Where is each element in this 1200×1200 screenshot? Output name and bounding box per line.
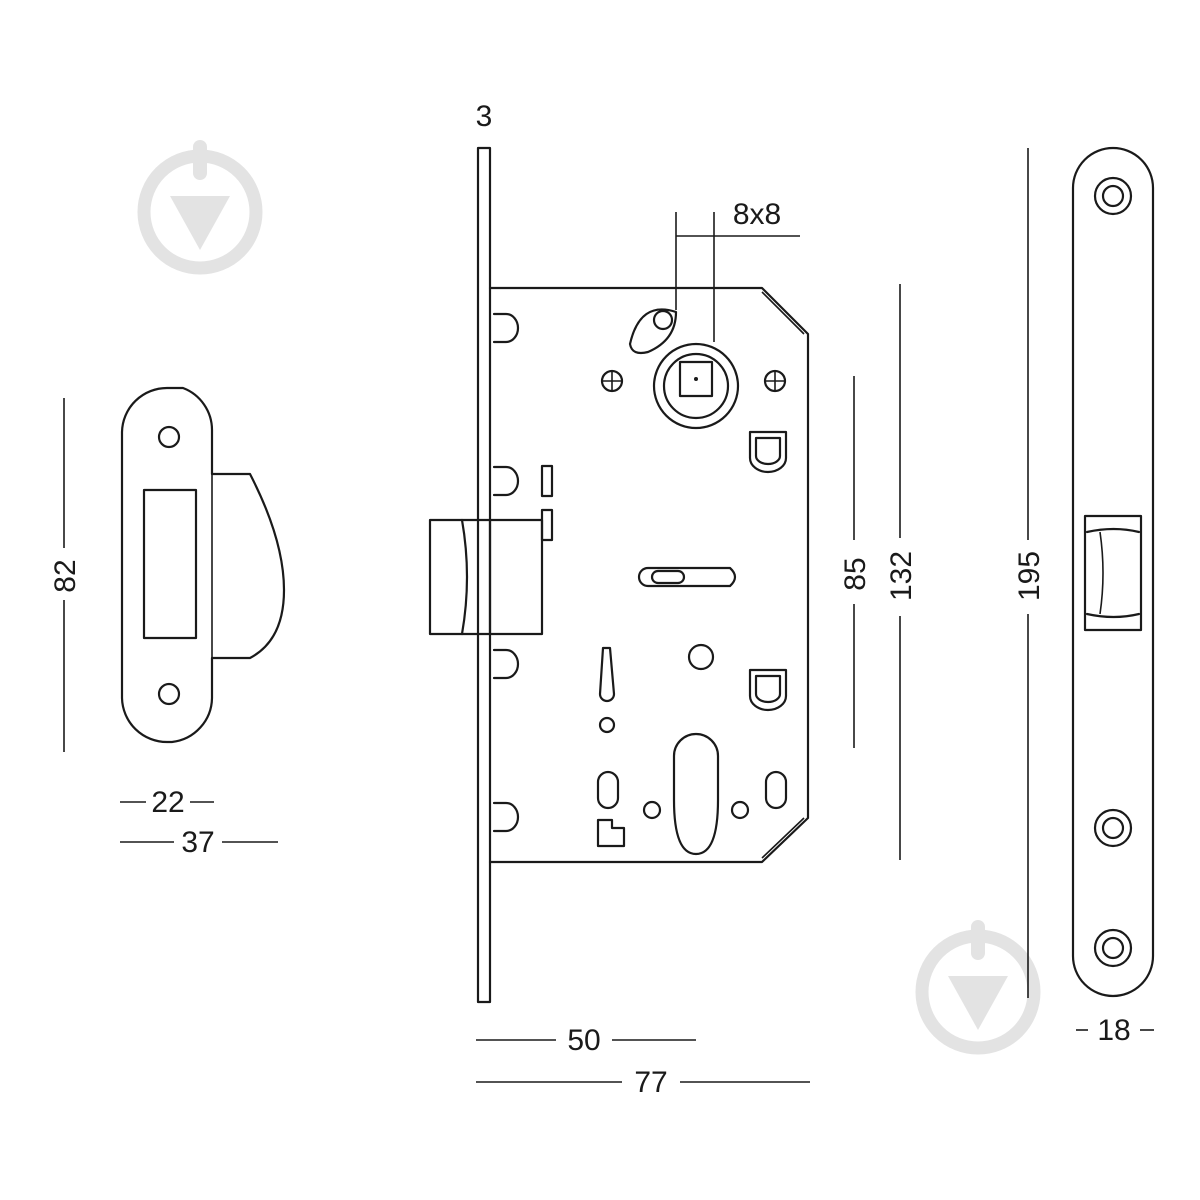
dim-strike-inner-width: 22 <box>120 786 214 819</box>
svg-text:195: 195 <box>1013 551 1046 601</box>
dim-backset: 50 <box>476 1024 696 1057</box>
watermark-logo-bottom <box>915 920 1041 1055</box>
faceplate <box>1071 146 1155 998</box>
svg-text:8x8: 8x8 <box>733 198 781 231</box>
faceplate-lugs <box>492 312 520 833</box>
lock-body <box>428 146 810 1004</box>
dim-strike-height: 82 <box>49 398 82 752</box>
svg-text:22: 22 <box>151 786 184 819</box>
svg-text:132: 132 <box>885 551 918 601</box>
svg-text:77: 77 <box>634 1066 667 1099</box>
screw-icon <box>763 369 787 393</box>
dim-lock-center-distance: 85 <box>839 376 872 748</box>
dim-strike-total-width: 37 <box>120 826 278 859</box>
svg-text:18: 18 <box>1097 1014 1130 1047</box>
svg-text:3: 3 <box>476 100 493 133</box>
svg-text:82: 82 <box>49 559 82 592</box>
spindle-follower <box>652 342 740 430</box>
svg-text:85: 85 <box>839 557 872 590</box>
dim-faceplate-width: 18 <box>1076 1014 1154 1047</box>
dim-faceplate-length: 195 <box>1013 148 1046 998</box>
strike-plate <box>120 386 286 744</box>
dim-faceplate-thickness: 3 <box>476 100 493 133</box>
svg-text:37: 37 <box>181 826 214 859</box>
dim-lock-body-height: 132 <box>885 284 918 860</box>
watermark-logo-top <box>137 140 263 275</box>
dim-spindle-square: 8x8 <box>675 198 800 342</box>
svg-text:50: 50 <box>567 1024 600 1057</box>
screw-icon <box>600 369 624 393</box>
dim-lock-depth: 77 <box>476 1066 810 1099</box>
